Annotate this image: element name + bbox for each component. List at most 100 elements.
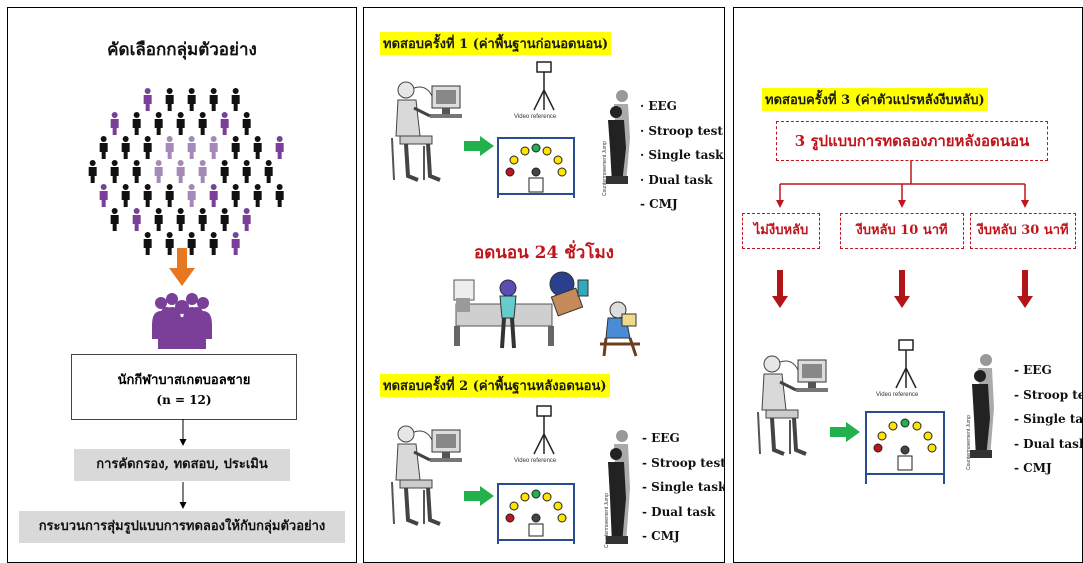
person-icon [187,88,196,111]
person-icon [110,112,119,135]
person-icon [242,160,251,183]
person-icon [165,88,174,111]
test-item: - CMJ [640,197,678,212]
test-item: · EEG [640,99,677,113]
person-icon [187,232,196,255]
person-icon [143,88,152,111]
person-icon [231,88,240,111]
person-icon [264,160,273,183]
panel-post-nap-tests: ทดสอบครั้งที่ 3 (ค่าตัวแปรหลังงีบหลับ) 3… [733,7,1083,563]
video-camera-tripod-3 [895,339,917,389]
sleep-deprivation-illustration [453,271,640,357]
person-icon [209,232,218,255]
test3-title: ทดสอบครั้งที่ 3 (ค่าตัวแปรหลังงีบหลับ) [762,88,988,111]
person-icon [253,136,262,159]
arrow-down-1 [179,419,187,446]
person-icon [110,208,119,231]
jumping-athlete-silhouette-1 [606,90,630,184]
test-item: - Dual task [1014,436,1083,451]
person-icon [99,184,108,207]
test-item: - Stroop test [642,455,725,470]
person-icon [154,112,163,135]
video-reference-label-1: Video reference [514,114,557,120]
person-icon [275,136,284,159]
condition-no-nap: ไม่งีบหลับ [742,213,820,249]
seated-subject-eeg-3 [757,355,828,456]
person-icon [220,208,229,231]
condition-nap-10: งีบหลับ 10 นาที [840,213,964,249]
test-item: - CMJ [642,529,680,544]
test-item: - Dual task [642,504,716,519]
group-icon [152,293,212,349]
test-list-3: - EEG - Stroop test - Single task - Dual ta… [1014,358,1083,481]
person-icon [198,160,207,183]
panel-baseline-tests: ทดสอบครั้งที่ 1 (ค่าพื้นฐานก่อนอดนอน) Vi… [363,7,725,563]
person-icon [143,232,152,255]
reaction-test-board-3 [865,411,945,484]
person-icon [176,160,185,183]
sleep-deprivation-title: อดนอน 24 ชั่วโมง [474,243,614,263]
person-icon [253,184,262,207]
person-icon [132,160,141,183]
test-item: - Single task [642,480,725,495]
test-item: - EEG [642,431,680,445]
person-icon [132,208,141,231]
green-right-arrow-1 [464,136,494,156]
test-item: · Dual task [640,172,713,187]
video-reference-label-2: Video reference [514,458,557,464]
conditions-title-box: 3 รูปแบบการทดลองภายหลังอดนอน [776,121,1048,161]
person-icon [88,160,97,183]
person-icon [231,232,240,255]
green-right-arrow-2 [464,486,494,506]
video-reference-label-3: Video reference [876,392,919,398]
person-icon [176,112,185,135]
test-list-1: · EEG· Stroop test· Single task· Dual ta… [640,94,723,217]
cmj-vertical-label-2: Countermovement Jump [604,493,610,548]
test-item: - Stroop test [1014,387,1082,402]
person-icon [132,112,141,135]
person-icon [143,136,152,159]
reaction-test-board-2 [497,483,575,544]
jumping-athlete-silhouette-3 [970,354,994,458]
crowd-illustration [88,88,284,255]
participants-count: (n = 12) [156,393,212,407]
reaction-test-board-1 [497,137,575,198]
person-icon [154,208,163,231]
person-icon [165,184,174,207]
test-item: - CMJ [1014,461,1052,476]
person-icon [165,136,174,159]
participants-label: นักกีฬาบาสเกตบอลชาย [117,373,251,388]
red-down-arrow-2 [894,270,910,308]
person-icon [121,184,130,207]
person-icon [198,208,207,231]
seated-subject-eeg-1 [391,81,462,182]
panel-participant-selection: คัดเลือกกลุ่มตัวอย่าง นักกีฬาบาสเกตบอลชา… [7,7,357,563]
person-icon [209,88,218,111]
person-icon [187,136,196,159]
person-icon [209,136,218,159]
person-icon [143,184,152,207]
person-icon [110,160,119,183]
cmj-vertical-label-3: Countermovement Jump [966,415,972,470]
seated-subject-eeg-2 [391,425,462,526]
person-icon [198,112,207,135]
test-item: - Single task [1014,412,1083,427]
test-item: - EEG [1014,363,1052,377]
person-icon [242,208,251,231]
person-icon [165,232,174,255]
test-item: · Stroop test [640,123,723,138]
video-camera-tripod-2 [533,405,555,455]
randomization-step: กระบวนการสุ่มรูปแบบการทดลองให้กับกลุ่มตั… [19,511,345,543]
condition-nap-30: งีบหลับ 30 นาที [970,213,1076,249]
red-down-arrow-1 [772,270,788,308]
test1-title: ทดสอบครั้งที่ 1 (ค่าพื้นฐานก่อนอดนอน) [380,32,612,55]
person-icon [275,184,284,207]
cmj-vertical-label-1: Countermovement Jump [602,141,608,196]
person-icon [176,208,185,231]
test2-title: ทดสอบครั้งที่ 2 (ค่าพื้นฐานหลังอดนอน) [380,374,610,397]
branch-connectors [776,160,1029,208]
person-icon [99,136,108,159]
person-icon [231,184,240,207]
person-icon [220,112,229,135]
person-icon [154,160,163,183]
